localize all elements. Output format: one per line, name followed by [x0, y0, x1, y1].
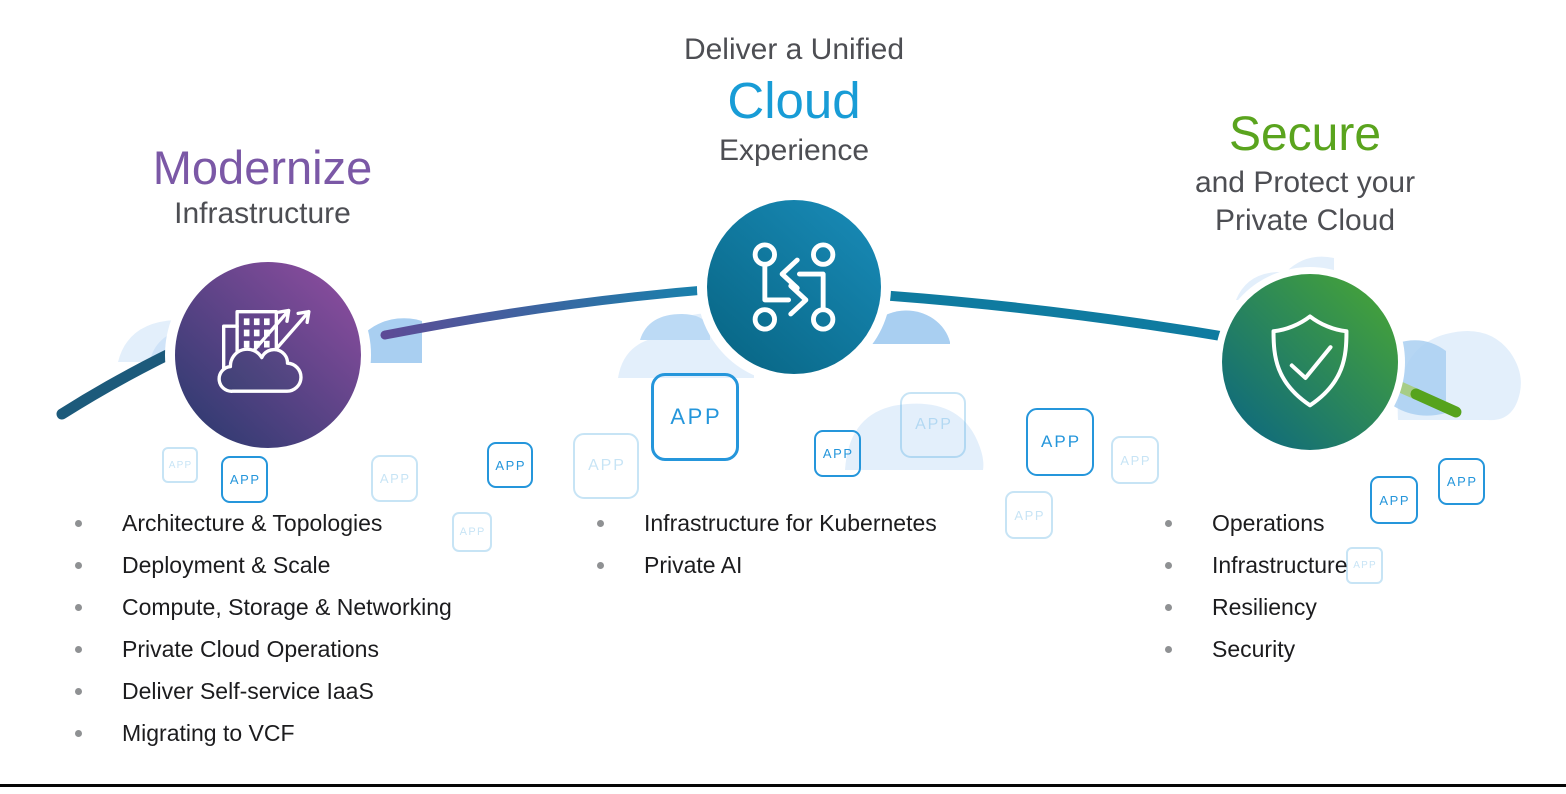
app-badge: APP	[1370, 476, 1418, 524]
bullet-dot	[1165, 603, 1172, 611]
secure-list: Operations Infrastructure Resiliency Sec…	[1154, 502, 1348, 670]
modernize-subtitle: Infrastructure	[174, 197, 351, 231]
list-item-text: Private Cloud Operations	[122, 635, 379, 662]
list-item-text: Resiliency	[1212, 593, 1317, 620]
secure-subtitle-line2: Private Cloud	[1214, 204, 1396, 237]
app-badge: APP	[651, 373, 739, 461]
bullet-dot	[75, 687, 82, 695]
arc-segment-green	[1410, 388, 1462, 418]
secure-circle	[1222, 274, 1398, 450]
app-badge: APP	[1005, 491, 1053, 539]
list-item-text: Deliver Self-service IaaS	[122, 677, 374, 704]
list-item: Deliver Self-service IaaS	[64, 670, 452, 712]
list-item-text: Private AI	[644, 551, 743, 578]
list-item-text: Compute, Storage & Networking	[122, 593, 452, 620]
secure-heading: Secure and Protect your Private Cloud	[1105, 106, 1505, 240]
app-badge: APP	[814, 430, 861, 477]
app-badge: APP	[900, 392, 966, 458]
cloud-title: Cloud	[727, 72, 861, 129]
list-item-text: Deployment & Scale	[122, 551, 331, 578]
bullet-dot	[75, 729, 82, 737]
secure-subtitle-line1: and Protect your	[1194, 166, 1416, 199]
bullet-dot	[75, 603, 82, 611]
list-item: Migrating to VCF	[64, 712, 452, 754]
bullet-dot	[75, 561, 82, 569]
app-badge: APP	[1438, 458, 1485, 505]
cloud-heading: Deliver a Unified Cloud Experience	[598, 30, 990, 170]
list-item-text: Infrastructure	[1212, 551, 1348, 578]
list-item: Resiliency	[1154, 586, 1348, 628]
app-badge: APP	[1026, 408, 1094, 476]
list-item-text: Architecture & Topologies	[122, 509, 383, 536]
list-item: Deployment & Scale	[64, 544, 452, 586]
cloud-pre-title: Deliver a Unified	[683, 33, 905, 66]
bullet-dot	[75, 645, 82, 653]
cloud-subtitle: Experience	[718, 134, 870, 167]
app-badge: APP	[371, 455, 418, 502]
arc-segment-blue-green	[874, 290, 1250, 345]
bullet-dot	[1165, 519, 1172, 527]
list-item: Infrastructure for Kubernetes	[586, 502, 937, 544]
shield-check-icon	[1271, 314, 1349, 408]
bullet-dot	[1165, 561, 1172, 569]
list-item-text: Operations	[1212, 509, 1325, 536]
app-badge: APP	[573, 433, 639, 499]
app-badge: APP	[1346, 547, 1383, 584]
list-item: Architecture & Topologies	[64, 502, 452, 544]
list-item: Compute, Storage & Networking	[64, 586, 452, 628]
network-exchange-icon	[752, 242, 836, 332]
list-item: Operations	[1154, 502, 1348, 544]
secure-title: Secure	[1228, 108, 1382, 161]
app-badge: APP	[1111, 436, 1159, 484]
list-item-text: Security	[1212, 635, 1296, 662]
bullet-dot	[1165, 645, 1172, 653]
modernize-title: Modernize	[152, 141, 373, 194]
bottom-divider	[0, 784, 1566, 787]
arc-segment-purple-blue	[380, 284, 721, 340]
list-item: Infrastructure	[1154, 544, 1348, 586]
modernize-list: Architecture & Topologies Deployment & S…	[64, 502, 452, 754]
list-item: Security	[1154, 628, 1348, 670]
app-badge: APP	[221, 456, 268, 503]
list-item: Private AI	[586, 544, 937, 586]
modernize-heading: Modernize Infrastructure	[70, 140, 455, 233]
bullet-dot	[75, 519, 82, 527]
list-item-text: Migrating to VCF	[122, 719, 295, 746]
app-badge: APP	[487, 442, 533, 488]
bullet-dot	[597, 561, 604, 569]
cloud-list: Infrastructure for Kubernetes Private AI	[586, 502, 937, 586]
buildings-cloud-growth-icon	[217, 308, 311, 393]
bullet-dot	[597, 519, 604, 527]
list-item: Private Cloud Operations	[64, 628, 452, 670]
list-item-text: Infrastructure for Kubernetes	[644, 509, 937, 536]
app-badge: APP	[162, 447, 198, 483]
app-badge: APP	[452, 512, 492, 552]
